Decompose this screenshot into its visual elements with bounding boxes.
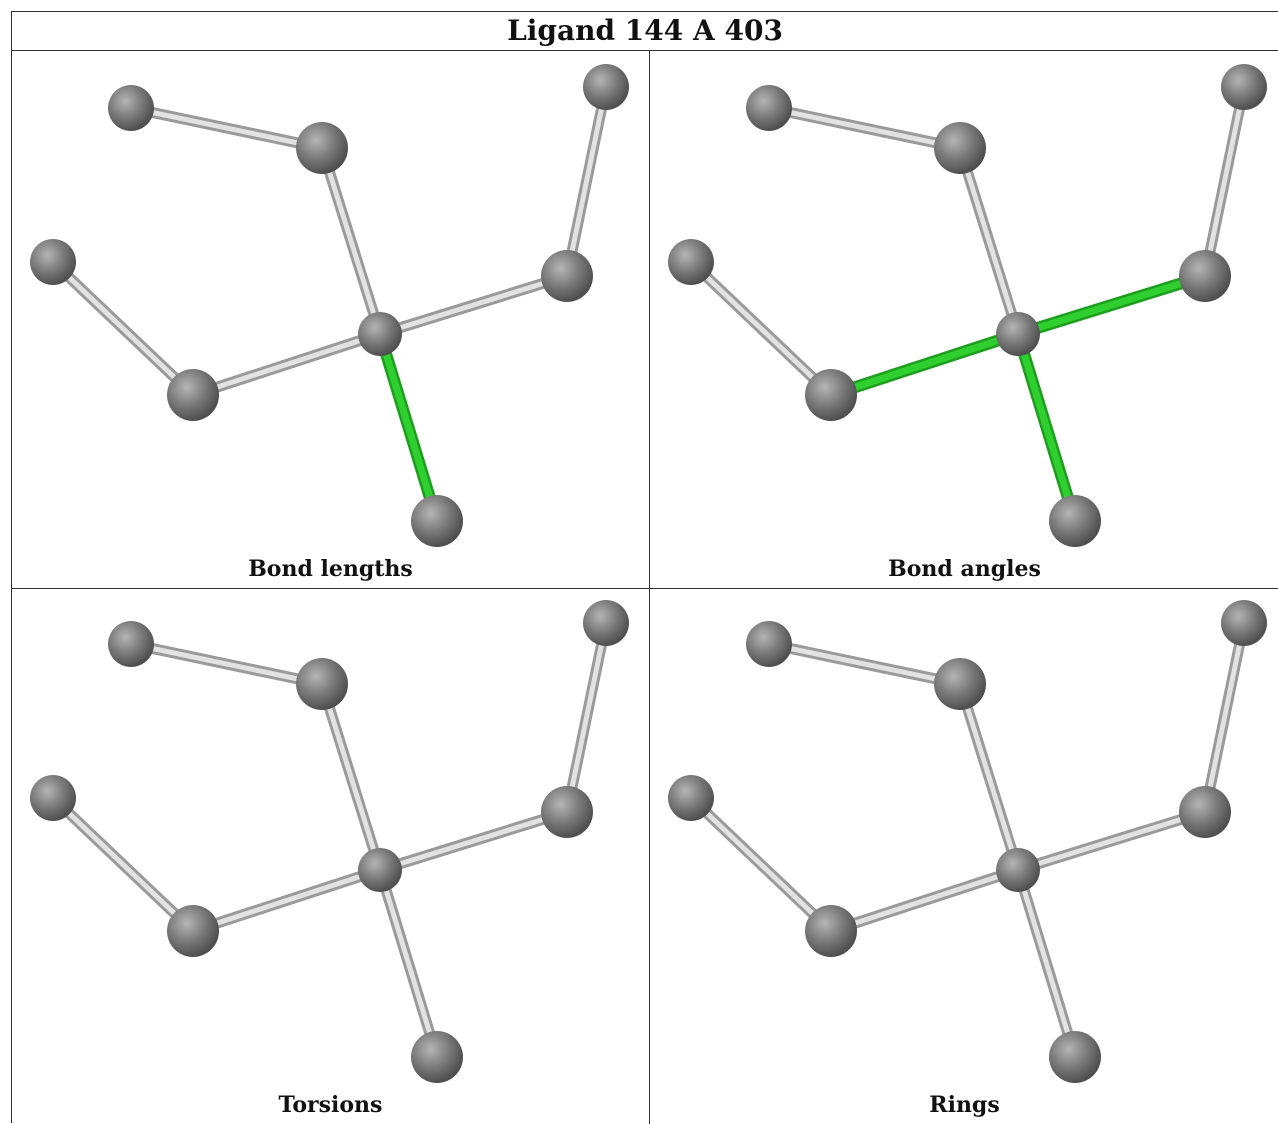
bond-core — [957, 681, 1021, 873]
panel-caption: Torsions — [278, 1092, 383, 1118]
panel-caption: Bond lengths — [248, 556, 413, 582]
figure-title: Ligand 144 A 403 — [12, 12, 1278, 51]
atom — [108, 85, 154, 131]
atom — [30, 239, 76, 285]
panel-caption: Rings — [929, 1092, 1000, 1118]
atom — [1221, 64, 1267, 110]
panel-rings: Rings — [650, 589, 1278, 1124]
bond-core — [377, 809, 570, 873]
atom — [668, 775, 714, 821]
atom — [668, 239, 714, 285]
panel-torsions: Torsions — [12, 589, 649, 1124]
bond-core — [1202, 84, 1247, 279]
atom — [996, 312, 1040, 356]
highlighted-bond-core — [827, 330, 1022, 399]
atom — [411, 1031, 463, 1083]
atom — [934, 658, 986, 710]
atom — [1221, 600, 1267, 646]
bond-core — [319, 145, 383, 337]
atom — [1179, 250, 1231, 302]
panel-bond-lengths: Bond lengths — [12, 51, 649, 588]
atom — [411, 495, 463, 547]
bond-core — [377, 273, 570, 337]
atom — [1049, 1031, 1101, 1083]
bond-core — [828, 867, 1021, 934]
bond-core — [1015, 867, 1078, 1060]
highlighted-bond-core — [1014, 330, 1079, 525]
atom — [996, 848, 1040, 892]
bond-core — [128, 105, 325, 151]
atom — [541, 786, 593, 838]
atom — [541, 250, 593, 302]
bond-core — [190, 867, 383, 934]
molecule-view-torsions — [30, 600, 629, 1083]
atom — [167, 905, 219, 957]
atom — [1049, 495, 1101, 547]
highlighted-bond-core — [376, 330, 441, 525]
atom — [583, 600, 629, 646]
atom — [296, 658, 348, 710]
molecule-view-bond-lengths — [30, 64, 629, 547]
bond-core — [1015, 809, 1208, 873]
figure-grid: Ligand 144 A 403 Bond lengths Bond angle… — [11, 11, 1278, 1124]
atom — [358, 848, 402, 892]
bond-core — [957, 145, 1021, 337]
bond-core — [50, 259, 196, 398]
grid-divider-horizontal — [12, 588, 1278, 589]
atom — [746, 621, 792, 667]
atom — [1179, 786, 1231, 838]
panel-bond-angles: Bond angles — [650, 51, 1278, 588]
atom — [167, 369, 219, 421]
bond-core — [50, 795, 196, 934]
molecule-view-rings — [668, 600, 1267, 1083]
bond-core — [766, 641, 963, 687]
highlighted-bond-core — [1014, 272, 1209, 338]
molecule-view-bond-angles — [668, 64, 1267, 547]
bond-core — [766, 105, 963, 151]
atom — [805, 369, 857, 421]
bond-core — [688, 795, 834, 934]
bond-core — [564, 620, 609, 815]
atom — [746, 85, 792, 131]
atom — [108, 621, 154, 667]
panel-caption: Bond angles — [888, 556, 1041, 582]
atom — [296, 122, 348, 174]
atom — [30, 775, 76, 821]
bond-core — [688, 259, 834, 398]
atom — [805, 905, 857, 957]
atom — [934, 122, 986, 174]
grid-divider-vertical — [649, 51, 650, 1124]
bond-core — [1202, 620, 1247, 815]
bond-core — [190, 331, 383, 398]
bond-core — [319, 681, 383, 873]
bond-core — [128, 641, 325, 687]
bond-core — [377, 867, 440, 1060]
atom — [358, 312, 402, 356]
atom — [583, 64, 629, 110]
bond-core — [564, 84, 609, 279]
